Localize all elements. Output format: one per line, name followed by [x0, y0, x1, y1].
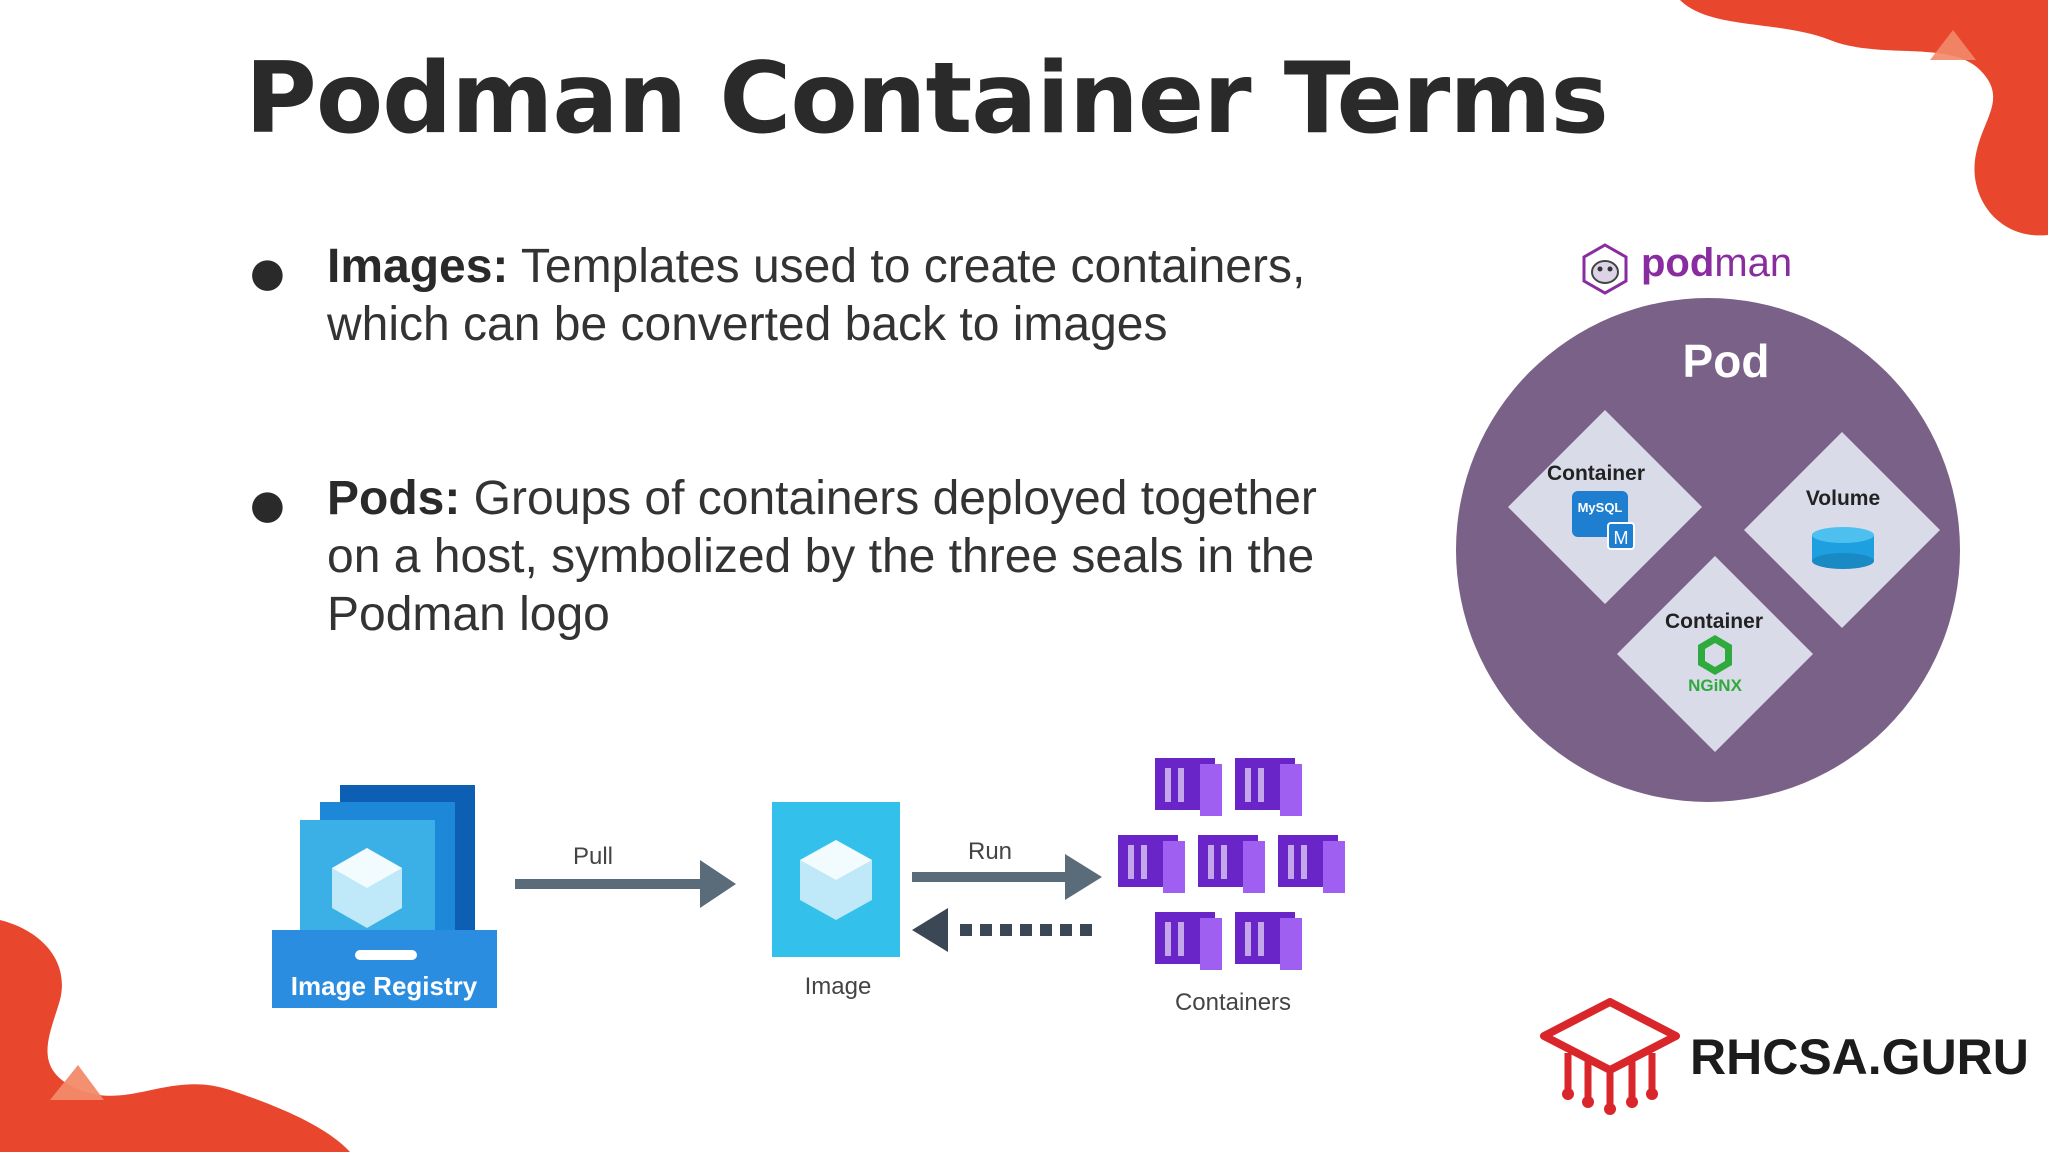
podman-seal-icon	[1582, 243, 1628, 295]
podman-logo-light: man	[1714, 241, 1793, 285]
container-mysql-tile	[1508, 410, 1702, 604]
nginx-logo-text: NGiNX	[1688, 676, 1743, 695]
image-label: Image	[805, 973, 872, 1000]
return-arrow	[912, 908, 1092, 952]
volume-label: Volume	[1806, 487, 1880, 510]
run-label: Run	[968, 838, 1012, 865]
containers-label: Containers	[1175, 989, 1291, 1016]
image-flow-diagram: Image Registry Pull Image Run	[272, 758, 1345, 1016]
podman-logo-bold: pod	[1641, 241, 1715, 285]
containers-icon	[1118, 758, 1345, 970]
registry-label: Image Registry	[291, 971, 478, 1001]
volume-tile	[1744, 432, 1940, 628]
registry-icon	[272, 785, 497, 1008]
podman-logo-text: podman	[1641, 241, 1792, 286]
bullet-description: Groups of containers deployed together o…	[327, 472, 1317, 641]
pod-label: Pod	[1683, 335, 1770, 387]
bullet-dot: ●	[250, 250, 285, 296]
mysql-logo-text: MySQL	[1578, 500, 1623, 515]
container-mysql-label: Container	[1547, 462, 1645, 485]
pull-label: Pull	[573, 843, 613, 870]
pod-diagram: Pod Container MySQL M Volume Container N…	[1456, 298, 1960, 802]
corner-blob-bottom-left	[0, 920, 350, 1152]
bullet-text: Pods: Groups of containers deployed toge…	[327, 470, 1337, 644]
corner-blob-top-right	[1680, 0, 2048, 236]
brand-name: RHCSA.GURU	[1690, 1029, 2029, 1085]
bullet-term: Images:	[327, 240, 509, 293]
slide-title: Podman Container Terms	[245, 42, 1609, 156]
container-nginx-tile	[1617, 556, 1813, 752]
pull-arrow	[515, 860, 736, 908]
container-nginx-label: Container	[1665, 610, 1763, 633]
mysql-badge: M	[1614, 528, 1629, 548]
bullet-description: Templates used to create containers, whi…	[327, 240, 1306, 351]
bullet-term: Pods:	[327, 472, 461, 525]
image-icon	[772, 802, 900, 957]
run-arrow	[912, 854, 1102, 900]
bullet-text: Images: Templates used to create contain…	[327, 238, 1337, 354]
pod-circle	[1456, 298, 1960, 802]
rhcsa-logo-icon	[1540, 998, 1680, 1115]
bullet-dot: ●	[250, 482, 285, 528]
